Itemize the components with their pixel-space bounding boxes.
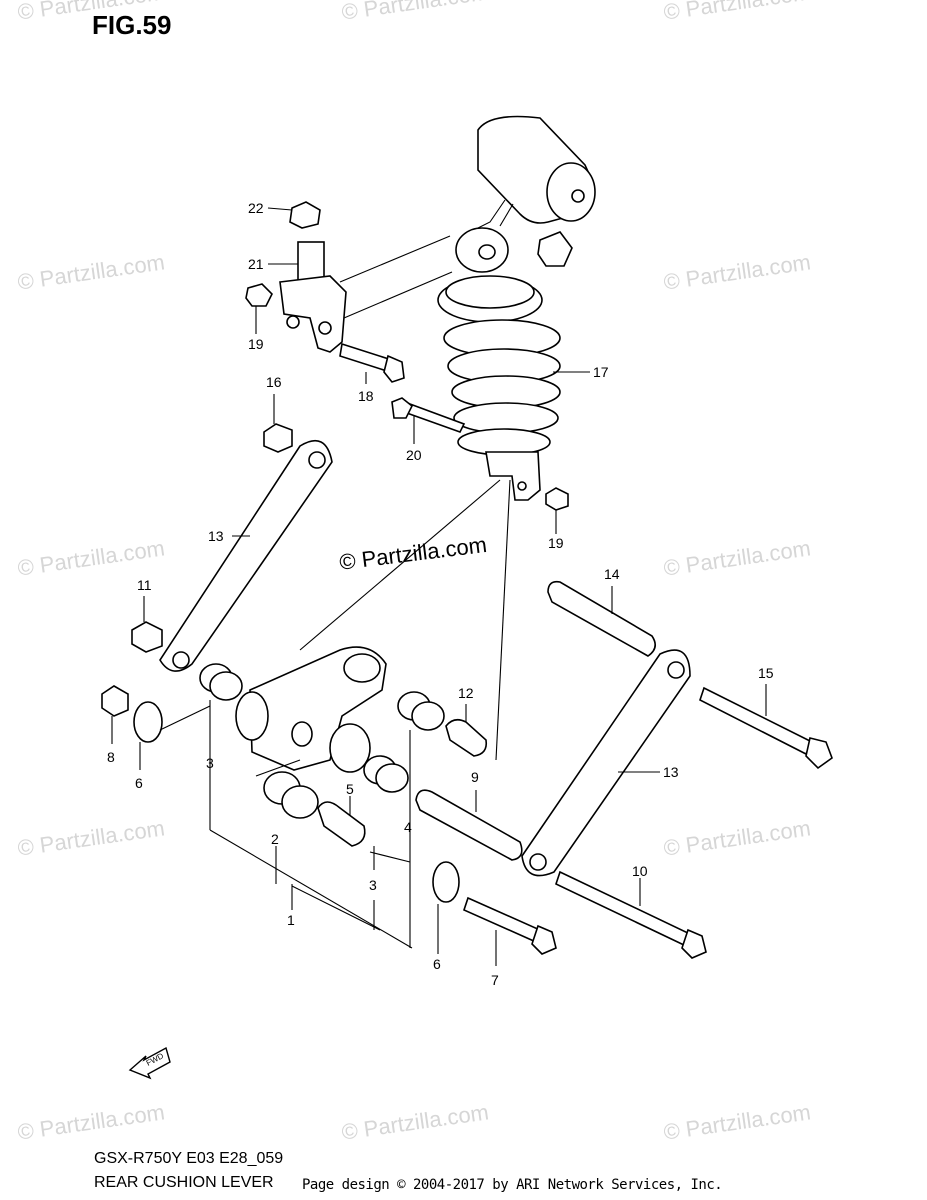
callout-6: 6 — [135, 775, 143, 791]
callout-13: 13 — [208, 528, 224, 544]
callout-5: 5 — [346, 781, 354, 797]
fwd-arrow-icon: FWD — [128, 1046, 171, 1080]
section-name: REAR CUSHION LEVER — [94, 1174, 274, 1191]
bearing-3[interactable] — [363, 755, 409, 793]
callout-4: 4 — [404, 819, 412, 835]
callout-10: 10 — [632, 863, 648, 879]
callout-15: 15 — [758, 665, 774, 681]
bolt-20-head — [391, 397, 414, 419]
copyright-footer: Page design © 2004-2017 by ARI Network S… — [302, 1177, 723, 1193]
washer-6[interactable] — [133, 701, 163, 743]
callout-17: 17 — [593, 364, 609, 380]
bolt-7[interactable] — [463, 896, 541, 944]
nut-8[interactable] — [101, 685, 129, 717]
nut-16[interactable] — [263, 423, 293, 453]
washer-6[interactable] — [432, 861, 460, 903]
bearing-3[interactable] — [397, 691, 445, 731]
callout-19: 19 — [248, 336, 264, 352]
spacer-12[interactable] — [445, 718, 488, 757]
figure-title: FIG.59 — [92, 10, 172, 40]
callout-11: 11 — [137, 577, 152, 593]
callout-3: 3 — [206, 755, 214, 771]
callout-6: 6 — [433, 956, 441, 972]
bearing-3[interactable] — [199, 663, 243, 701]
bolt-15[interactable] — [699, 686, 814, 756]
model-code: GSX-R750Y E03 E28_059 — [94, 1150, 284, 1167]
nut-11[interactable] — [131, 621, 163, 653]
spacer-14[interactable] — [547, 580, 656, 657]
bolt-10[interactable] — [555, 870, 691, 948]
callout-20: 20 — [406, 447, 422, 463]
callout-9: 9 — [471, 769, 479, 785]
leader-lines — [111, 207, 767, 966]
tie-rod-13-right[interactable] — [521, 649, 691, 877]
tie-rod-13-left[interactable] — [159, 439, 333, 672]
callout-16: 16 — [266, 374, 282, 390]
bolt-18[interactable] — [339, 342, 393, 374]
callout-8: 8 — [107, 749, 115, 765]
callout-22: 22 — [248, 200, 264, 216]
spacer-5[interactable] — [317, 801, 366, 847]
upper-shock-bracket[interactable] — [245, 201, 347, 353]
rear-shock-absorber[interactable] — [437, 115, 596, 501]
bolt-18-head — [383, 354, 405, 383]
callout-7: 7 — [491, 972, 499, 988]
callout-12: 12 — [458, 685, 474, 701]
cushion-lever-1[interactable] — [235, 646, 387, 773]
callout-21: 21 — [248, 256, 264, 272]
callout-13: 13 — [663, 764, 679, 780]
callout-19: 19 — [548, 535, 564, 551]
callout-1: 1 — [287, 912, 295, 928]
callout-18: 18 — [358, 388, 374, 404]
callout-3: 3 — [369, 877, 377, 893]
callout-2: 2 — [271, 831, 279, 847]
spacer-9[interactable] — [415, 789, 523, 861]
callout-14: 14 — [604, 566, 620, 582]
bearing-2[interactable] — [263, 771, 319, 819]
nut-19[interactable] — [545, 487, 569, 511]
